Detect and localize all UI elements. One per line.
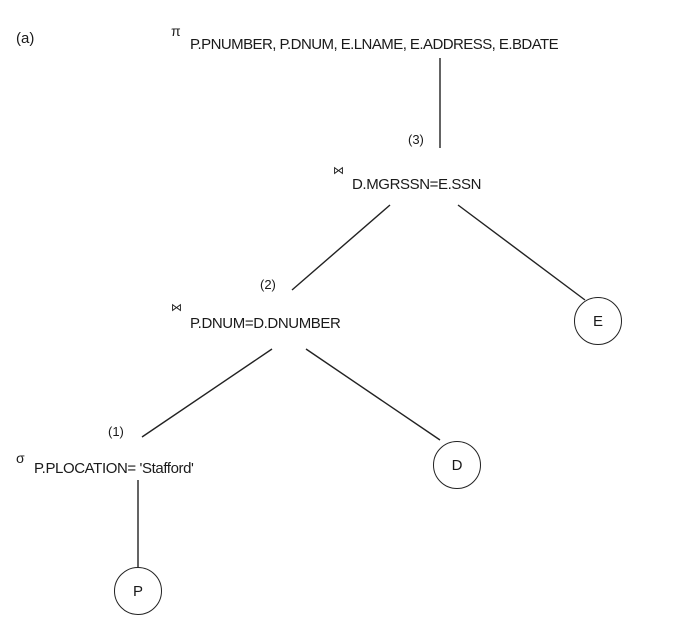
- join-top-symbol: ⋈: [333, 165, 344, 177]
- leaf-node-e: E: [574, 297, 622, 345]
- leaf-p-label: P: [132, 582, 143, 600]
- step-1-label: (1): [108, 424, 124, 439]
- edge-join-top-join-mid: [291, 204, 391, 291]
- projection-symbol: π: [171, 23, 181, 39]
- leaf-d-label: D: [451, 456, 463, 474]
- figure-label: (a): [16, 30, 35, 47]
- join-top-condition: D.MGRSSN=E.SSN: [352, 176, 482, 193]
- step-2-label: (2): [260, 277, 276, 292]
- join-mid-condition: P.DNUM=D.DNUMBER: [190, 315, 341, 332]
- select-symbol: σ: [16, 450, 25, 466]
- projection-condition: P.PNUMBER, P.DNUM, E.LNAME, E.ADDRESS, E…: [190, 36, 559, 53]
- edge-join-mid-d: [305, 348, 441, 441]
- edge-join-top-e: [457, 204, 586, 301]
- leaf-e-label: E: [592, 312, 603, 330]
- leaf-node-p: P: [114, 567, 162, 615]
- step-3-label: (3): [408, 132, 424, 147]
- leaf-node-d: D: [433, 441, 481, 489]
- edge-join-mid-select: [141, 348, 273, 438]
- select-condition: P.PLOCATION= 'Stafford': [34, 460, 194, 477]
- join-mid-symbol: ⋈: [171, 302, 182, 314]
